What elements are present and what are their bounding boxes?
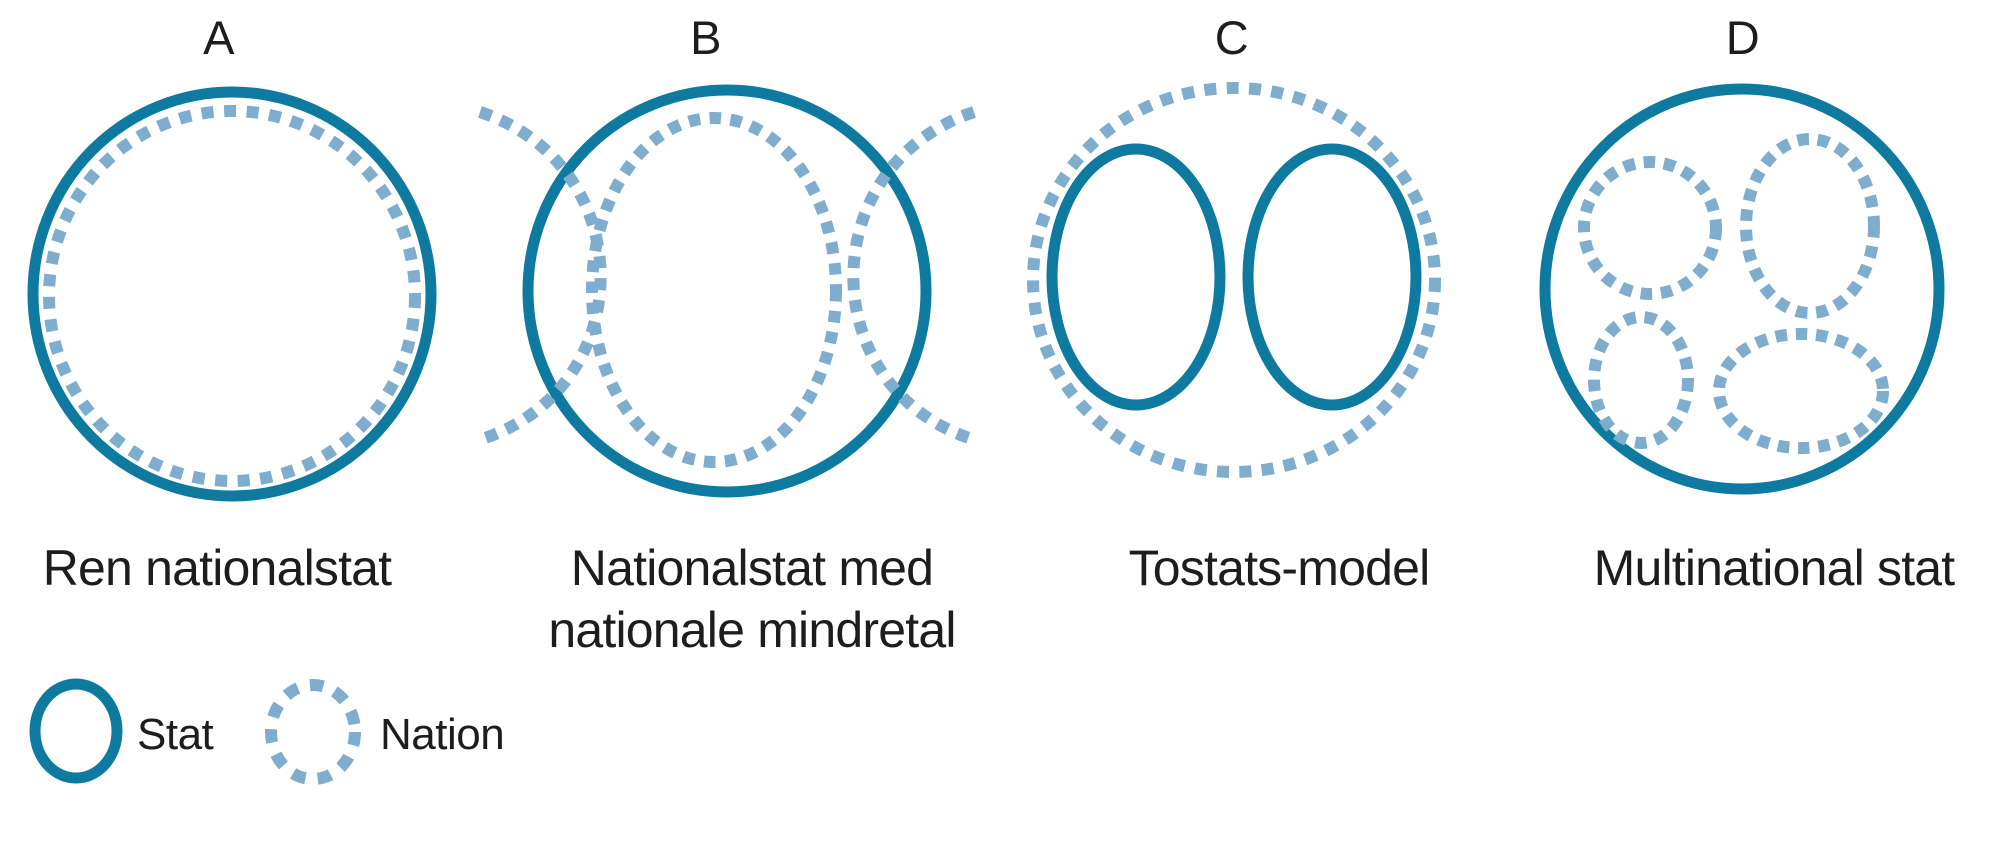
nation-dotted-ellipse-bottom-right	[1713, 328, 1889, 454]
nation-dotted-circle	[43, 105, 421, 487]
nation-dotted-circle	[1027, 82, 1441, 478]
state-ellipse-right	[1242, 143, 1422, 411]
state-circle	[27, 86, 437, 502]
nation-dotted-ellipse-top-right	[1740, 133, 1880, 319]
panel-caption-c: Tostats-model	[1019, 537, 1539, 599]
state-ellipse-left	[1046, 143, 1226, 411]
legend-label-stat: Stat	[137, 710, 214, 759]
panel-caption-d: Multinational stat	[1514, 537, 2000, 599]
panel-d-diagram	[1539, 83, 1945, 495]
solid-circle-icon	[29, 678, 123, 784]
panel-caption-b: Nationalstat med nationale mindretal	[472, 537, 1032, 661]
panel-caption-a: Ren nationalstat	[0, 537, 477, 599]
panel-letter-c: C	[1214, 11, 1250, 64]
panel-b-diagram	[478, 84, 976, 498]
caption-line: Nationalstat med	[570, 540, 934, 596]
nation-dotted-ellipse-bottom-left	[1588, 311, 1694, 449]
panel-letter-b: B	[690, 11, 722, 64]
caption-line: Ren nationalstat	[42, 540, 392, 596]
caption-line: nationale mindretal	[548, 602, 956, 658]
nation-dotted-circle-top-left	[1578, 156, 1722, 300]
panel-letter-d: D	[1725, 11, 1761, 64]
caption-line: Multinational stat	[1593, 540, 1956, 596]
state-circle	[1539, 83, 1945, 495]
panel-letter-a: A	[203, 11, 235, 64]
legend-label-nation: Nation	[380, 710, 505, 759]
caption-line: Tostats-model	[1128, 540, 1431, 596]
panel-a-diagram	[27, 86, 437, 502]
nation-dotted-ellipse-center	[586, 112, 842, 468]
dotted-circle-icon	[265, 679, 361, 785]
state-circle	[522, 84, 932, 498]
panel-c-diagram	[1027, 82, 1441, 478]
legend-symbols	[29, 678, 361, 785]
